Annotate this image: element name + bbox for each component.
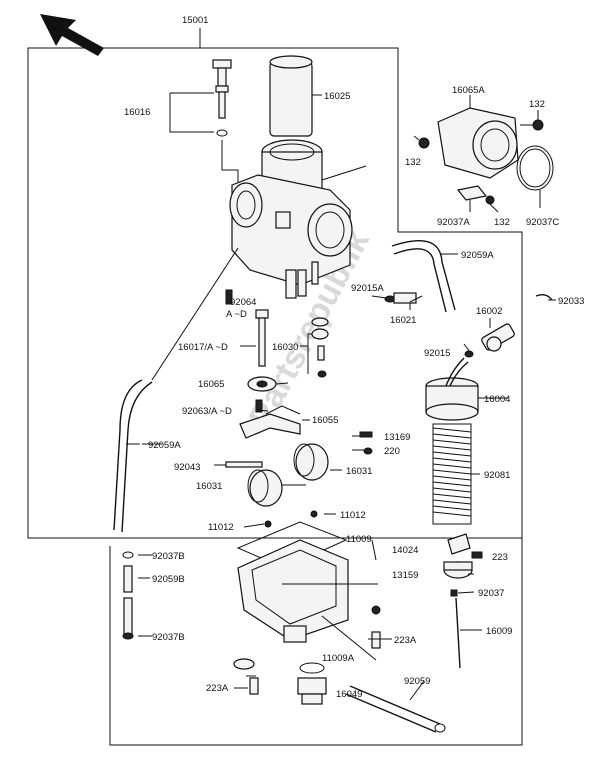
part-16004-top-cap: [425, 357, 479, 421]
label-13169: 13169: [384, 432, 410, 443]
label-16031-right: 16031: [346, 466, 372, 477]
part-92063-jet: [255, 399, 263, 413]
part-223A-screw-left: [233, 658, 259, 695]
label-16002: 16002: [476, 306, 502, 317]
part-16016-pilot-screw: [169, 59, 239, 190]
part-92059B-hose-set: [122, 551, 134, 640]
part-223A-screw-right: [371, 605, 381, 649]
part-92043-pin: [225, 461, 263, 468]
label-92059A-left: 92059A: [148, 440, 181, 451]
label-223A-left: 223A: [206, 683, 229, 694]
part-16025-top-cap: [269, 55, 322, 137]
label-16030: 16030: [272, 342, 298, 353]
part-16065A-intake-joint: [437, 95, 519, 179]
label-11012-left: 11012: [208, 522, 234, 533]
part-16002-valve: [481, 318, 515, 352]
label-16016: 16016: [124, 107, 150, 118]
label-92059A-upper: 92059A: [461, 250, 494, 261]
label-132-lower: 132: [494, 217, 510, 228]
label-11009A: 11009A: [322, 653, 355, 664]
part-16049-drain-plug: [297, 677, 327, 705]
part-11009A-gasket: [299, 662, 325, 674]
label-92037B-top: 92037B: [152, 551, 185, 562]
part-13159-plunger: [443, 561, 473, 579]
label-92064: 92064: [230, 297, 256, 308]
label-16025: 16025: [324, 91, 350, 102]
part-16017-needle-jet: [240, 309, 269, 367]
part-16030-pin-group: [300, 317, 329, 378]
label-92033: 92033: [558, 296, 584, 307]
part-92037C-clamp: [516, 145, 554, 208]
part-92059-drain-hose: [345, 685, 446, 733]
part-92033-clip: [535, 293, 553, 301]
label-16055: 16055: [312, 415, 338, 426]
label-16004: 16004: [484, 394, 510, 405]
label-15001: 15001: [182, 15, 208, 26]
label-16031-left: 16031: [196, 481, 222, 492]
label-11009: 11009: [346, 534, 372, 545]
carburetor-body: [229, 139, 367, 299]
label-92037C: 92037C: [526, 217, 559, 228]
label-92043: 92043: [174, 462, 200, 473]
label-16049: 16049: [336, 689, 362, 700]
label-13159: 13159: [392, 570, 418, 581]
label-132-left: 132: [405, 157, 421, 168]
part-14024-lever: [447, 533, 483, 559]
label-92081: 92081: [484, 470, 510, 481]
part-16009-needle: [455, 597, 461, 669]
part-16021-fitting: [393, 292, 417, 310]
leader-lines: [138, 295, 556, 701]
label-132-upper: 132: [529, 99, 545, 110]
label-92059: 92059: [404, 676, 430, 687]
label-92037A: 92037A: [437, 217, 470, 228]
part-16065-washer: [247, 376, 277, 392]
part-11012-screw-left: [264, 520, 272, 528]
label-16009: 16009: [486, 626, 512, 637]
part-92037-clip: [450, 589, 458, 597]
assembly-bracket-lines: [27, 28, 523, 746]
part-92064-main-jet: [225, 289, 233, 305]
label-223: 223: [492, 552, 508, 563]
float-bowl: [237, 539, 349, 643]
part-92059A-vent-hose-upper: [391, 239, 458, 313]
label-16017: 16017/A ~D: [178, 342, 228, 353]
label-92037B-bottom: 92037B: [152, 632, 185, 643]
label-16065A: 16065A: [452, 85, 485, 96]
label-92037: 92037: [478, 588, 504, 599]
label-92063: 92063/A ~D: [182, 406, 232, 417]
label-11012-right: 11012: [340, 510, 366, 521]
label-92015A: 92015A: [351, 283, 384, 294]
part-labels: 15001 16016 16025 16065A 132 132 132 920…: [124, 15, 584, 700]
part-13169-screw: [359, 431, 373, 438]
label-92059B: 92059B: [152, 574, 185, 585]
part-11012-screw-right: [310, 510, 318, 518]
part-92037A-bracket: [456, 185, 499, 213]
part-220-washer: [363, 447, 373, 455]
leader-hose-left: [151, 247, 239, 381]
part-92015-washer: [464, 350, 474, 358]
part-16055-bracket: [239, 405, 301, 439]
part-16031-float-right: [293, 443, 329, 481]
part-132-bolt-upper: [520, 110, 544, 131]
label-16065: 16065: [198, 379, 224, 390]
label-92015: 92015: [424, 348, 450, 359]
label-220: 220: [384, 446, 400, 457]
part-132-bolt-left: [413, 135, 430, 149]
part-92081-spring: [432, 423, 480, 525]
front-direction-arrow-icon: [40, 14, 104, 56]
label-14024: 14024: [392, 545, 418, 556]
part-92059A-vent-hose-left: [113, 379, 153, 533]
label-223A-right: 223A: [394, 635, 417, 646]
label-92064-range: A ~D: [226, 309, 247, 320]
label-16021: 16021: [390, 315, 416, 326]
part-16031-float-left: [247, 469, 283, 507]
